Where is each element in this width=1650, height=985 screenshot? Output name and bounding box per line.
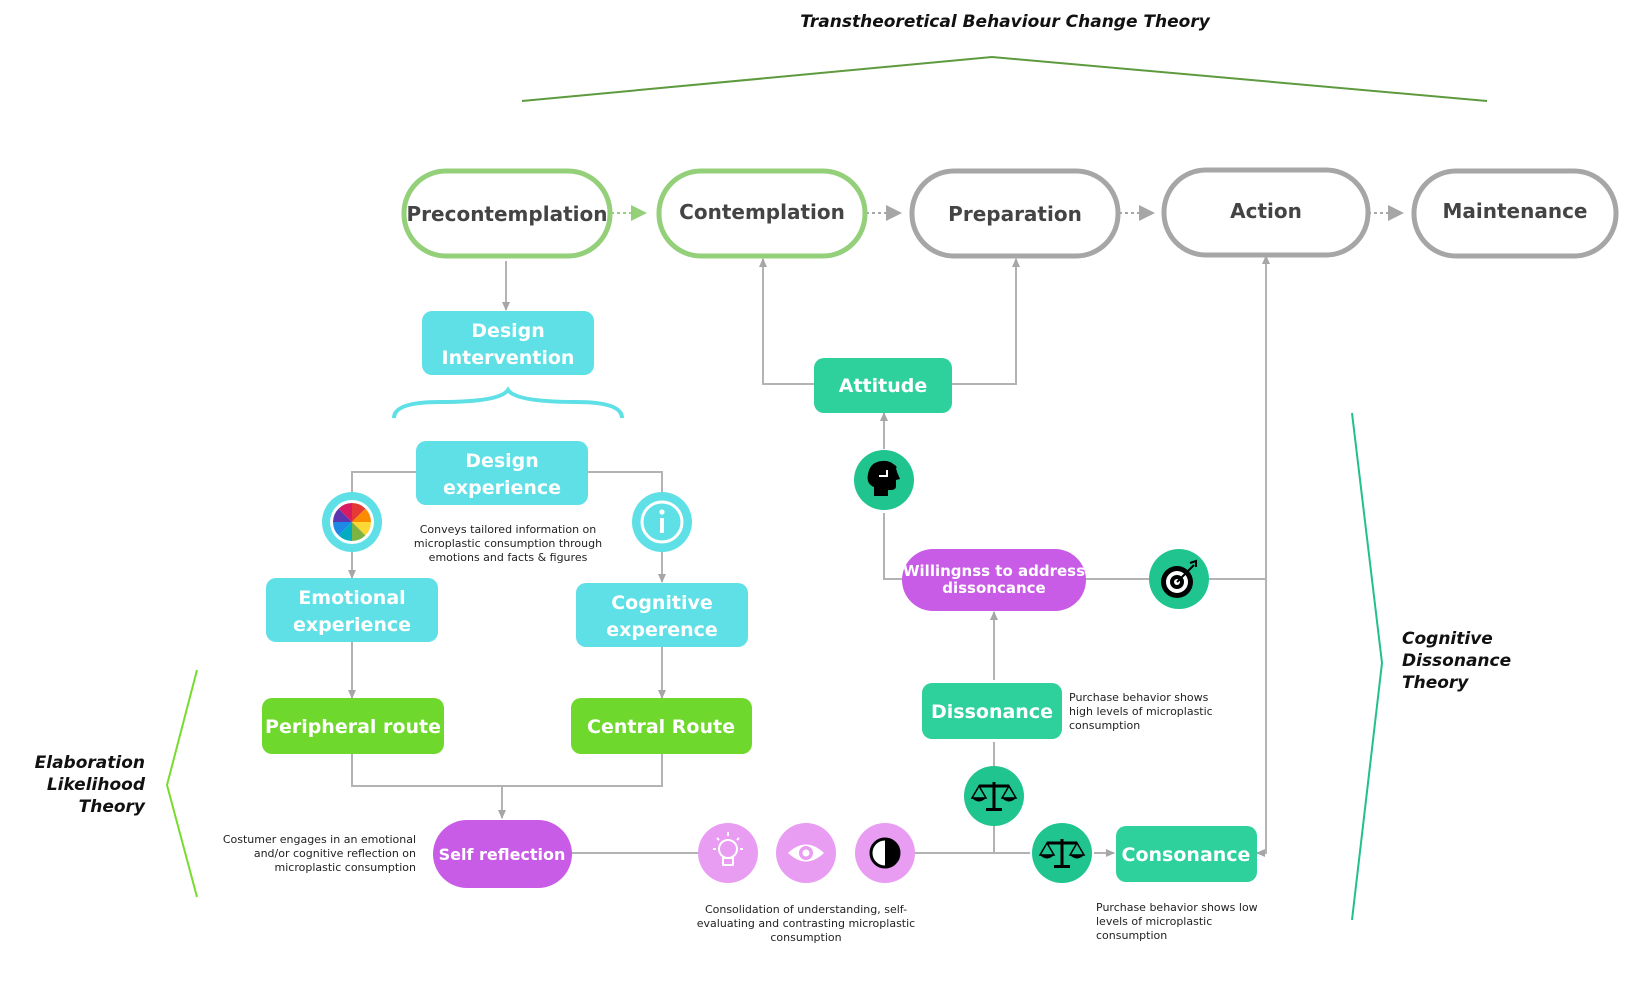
design-experience-note-line-2: microplastic consumption through xyxy=(414,537,602,550)
consolidation-note-line-2: evaluating and contrasting microplastic xyxy=(697,917,915,930)
elm-title-line-3: Theory xyxy=(79,797,146,817)
stage-maintenance-label: Maintenance xyxy=(1442,199,1587,223)
design-experience-line-2: experience xyxy=(443,477,561,499)
self-reflection-note: Costumer engages in an emotional and/or … xyxy=(223,833,416,874)
self-reflection-note-line-3: microplastic consumption xyxy=(275,861,417,874)
stage-action-label: Action xyxy=(1230,199,1302,223)
consonance-note-line-3: consumption xyxy=(1096,929,1167,942)
design-experience-note: Conveys tailored information on micropla… xyxy=(414,523,602,564)
lightbulb-icon xyxy=(698,823,758,883)
head-rotate-icon xyxy=(854,450,914,510)
target-icon xyxy=(1149,549,1209,609)
emotional-experience-line-1: Emotional xyxy=(298,587,405,609)
transtheoretical-title: Transtheoretical Behaviour Change Theory xyxy=(800,12,1211,32)
willingness-line-1: Willingnss to address xyxy=(903,562,1085,580)
dissonance-note: Purchase behavior shows high levels of m… xyxy=(1069,691,1213,732)
self-reflection-box: Self reflection xyxy=(433,820,572,888)
elm-bracket xyxy=(165,669,198,898)
cdt-title-line-1: Cognitive xyxy=(1402,629,1493,649)
stage-contemplation: Contemplation xyxy=(656,168,868,259)
stage-preparation: Preparation xyxy=(909,168,1121,259)
emotional-experience-box: Emotional experience xyxy=(266,578,438,642)
transtheoretical-bracket xyxy=(521,55,1488,102)
consonance-box: Consonance xyxy=(1116,826,1257,882)
willingness-line-2: dissoncance xyxy=(942,579,1045,597)
consonance-note: Purchase behavior shows low levels of mi… xyxy=(1096,901,1258,942)
balance-scale-icon xyxy=(964,766,1024,826)
dissonance-box: Dissonance xyxy=(922,683,1062,739)
consonance-label: Consonance xyxy=(1122,844,1251,866)
consolidation-note-line-3: consumption xyxy=(770,931,841,944)
attitude-label: Attitude xyxy=(839,375,927,397)
stage-preparation-label: Preparation xyxy=(948,202,1082,226)
stage-maintenance: Maintenance xyxy=(1411,168,1619,259)
dissonance-note-line-3: consumption xyxy=(1069,719,1140,732)
central-route-box: Central Route xyxy=(571,698,752,754)
consolidation-note: Consolidation of understanding, self- ev… xyxy=(697,903,915,944)
eye-icon xyxy=(776,823,836,883)
cognitive-experience-line-2: experence xyxy=(606,619,718,641)
stage-precontemplation: Precontemplation xyxy=(401,168,613,259)
willingness-box: Willingnss to address dissoncance xyxy=(902,549,1086,611)
balance-scale-icon xyxy=(1032,823,1092,883)
cdt-title-line-2: Dissonance xyxy=(1402,651,1511,671)
attitude-box: Attitude xyxy=(814,358,952,413)
consonance-note-line-1: Purchase behavior shows low xyxy=(1096,901,1258,914)
design-intervention-line-1: Design xyxy=(471,320,545,342)
elm-title-line-2: Likelihood xyxy=(47,775,146,795)
stage-action: Action xyxy=(1161,167,1371,258)
cdt-bracket xyxy=(1351,412,1384,921)
self-reflection-note-line-2: and/or cognitive reflection on xyxy=(254,847,416,860)
peripheral-route-label: Peripheral route xyxy=(265,716,441,738)
dissonance-label: Dissonance xyxy=(931,701,1053,723)
contrast-icon xyxy=(855,823,915,883)
design-experience-note-line-1: Conveys tailored information on xyxy=(420,523,597,536)
cognitive-experience-box: Cognitive experence xyxy=(576,583,748,647)
design-intervention-line-2: Intervention xyxy=(442,347,575,369)
cdt-title-line-3: Theory xyxy=(1402,673,1469,693)
dissonance-note-line-2: high levels of microplastic xyxy=(1069,705,1213,718)
consonance-note-line-2: levels of microplastic xyxy=(1096,915,1212,928)
consolidation-note-line-1: Consolidation of understanding, self- xyxy=(705,903,907,916)
self-reflection-note-line-1: Costumer engages in an emotional xyxy=(223,833,416,846)
color-wheel-icon xyxy=(322,492,382,552)
design-intervention-box: Design Intervention xyxy=(422,311,594,375)
curly-brace xyxy=(392,386,624,419)
self-reflection-label: Self reflection xyxy=(439,845,566,864)
elm-title: Elaboration Likelihood Theory xyxy=(35,753,146,817)
design-experience-box: Design experience xyxy=(416,441,588,505)
cognitive-experience-line-1: Cognitive xyxy=(611,592,713,614)
central-route-label: Central Route xyxy=(587,716,735,738)
cdt-title: Cognitive Dissonance Theory xyxy=(1402,629,1511,693)
elm-title-line-1: Elaboration xyxy=(35,753,145,773)
dissonance-note-line-1: Purchase behavior shows xyxy=(1069,691,1209,704)
info-icon xyxy=(632,492,692,552)
emotional-experience-line-2: experience xyxy=(293,614,411,636)
stage-contemplation-label: Contemplation xyxy=(679,200,845,224)
design-experience-note-line-3: emotions and facts & figures xyxy=(429,551,588,564)
peripheral-route-box: Peripheral route xyxy=(262,698,444,754)
design-experience-line-1: Design xyxy=(465,450,539,472)
stage-precontemplation-label: Precontemplation xyxy=(407,202,608,226)
